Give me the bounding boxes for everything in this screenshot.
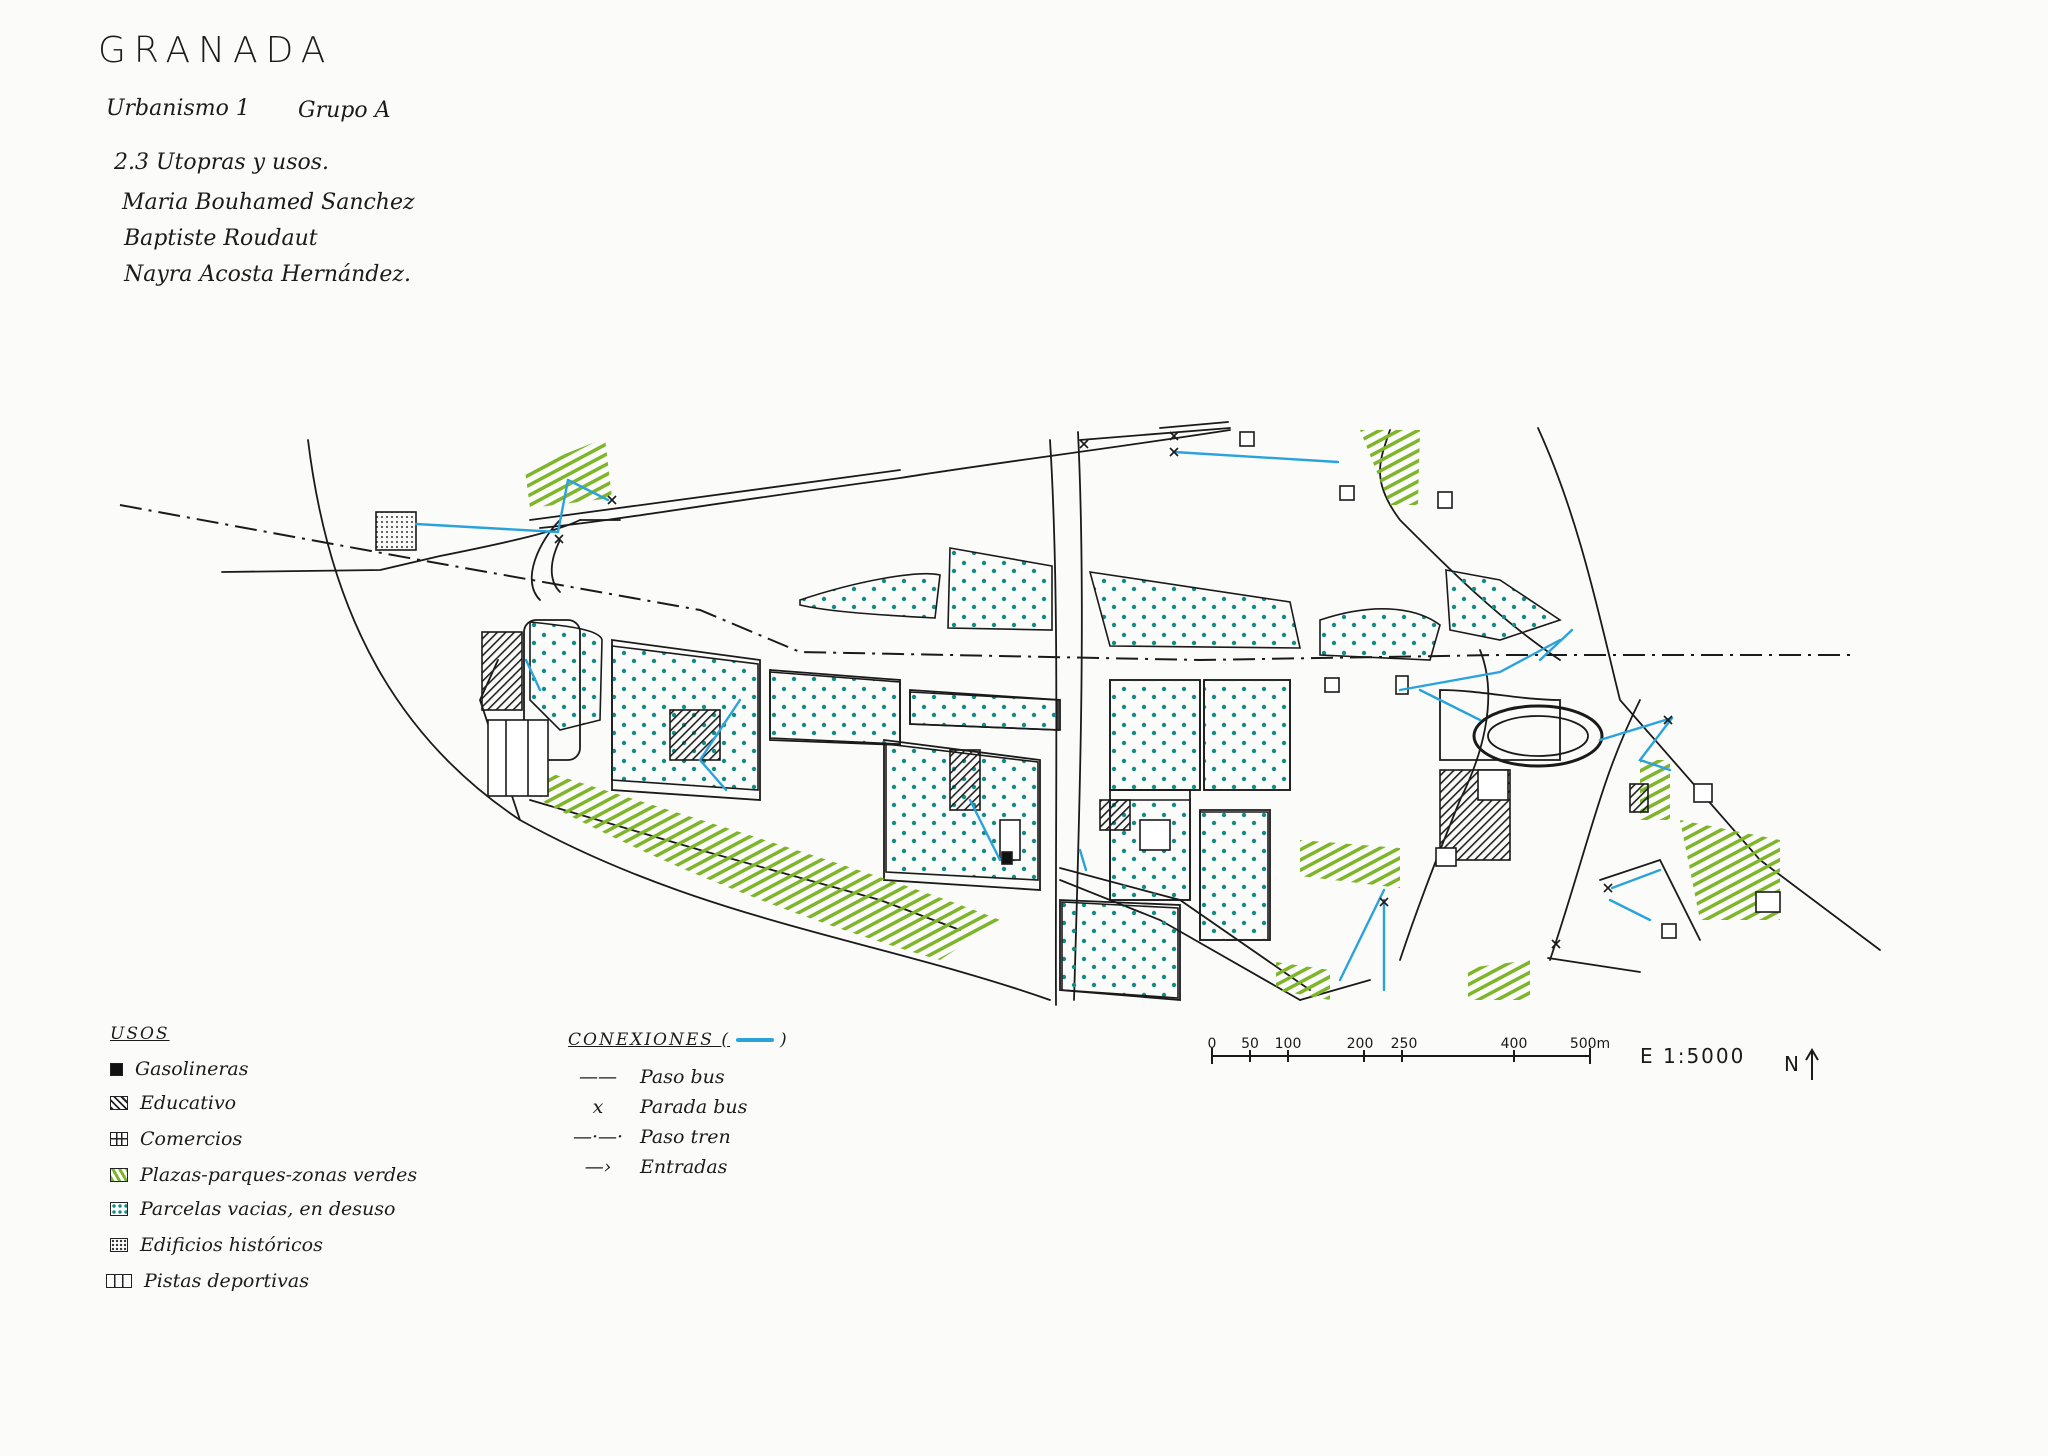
legend-item-historicos: Edificios históricos: [110, 1234, 323, 1256]
sports-court: [487, 719, 549, 797]
legend-item-paso-tren: —·—· Paso tren: [570, 1126, 731, 1148]
scale-ratio: E 1:5000: [1640, 1044, 1746, 1068]
legend-item-parada-bus: x Parada bus: [570, 1096, 748, 1118]
buildings: [375, 431, 1781, 939]
scale-label-0: 0: [1207, 1036, 1217, 1052]
scale-label-100: 100: [1274, 1036, 1302, 1052]
scale-label-200: 200: [1346, 1036, 1374, 1052]
legend-label: Comercios: [140, 1128, 243, 1150]
sports-track-icon: [106, 1274, 132, 1288]
legend-label: Pistas deportivas: [144, 1270, 309, 1292]
legend-label: Edificios históricos: [140, 1234, 323, 1256]
scale-bar: [1211, 1048, 1591, 1064]
legend-label: Paso tren: [640, 1126, 731, 1148]
north-label: N: [1784, 1052, 1799, 1076]
legend-item-educativo: Educativo: [110, 1092, 236, 1114]
course-label: Urbanismo 1: [106, 96, 250, 121]
legend-conexiones-title: CONEXIONES ( ): [568, 1030, 789, 1050]
legend-label: Plazas-parques-zonas verdes: [140, 1164, 418, 1186]
legend-label: Educativo: [140, 1092, 237, 1114]
entrance-arrow-icon: —›: [584, 1156, 612, 1178]
connection-line-icon: [735, 1038, 774, 1042]
conexiones-title-close: ): [779, 1030, 789, 1050]
legend-item-paso-bus: —— Paso bus: [570, 1066, 725, 1088]
connections: [414, 450, 1674, 992]
map-title: GRANADA: [98, 30, 334, 71]
school-building: [481, 631, 523, 711]
commerce-icon: [110, 1132, 128, 1146]
author-1: Maria Bouhamed Sanchez: [122, 190, 415, 215]
historic-building: [375, 511, 417, 551]
bus-path-icon: ——: [579, 1066, 617, 1088]
north-arrow-icon: [1805, 1048, 1819, 1080]
exercise-label: 2.3 Utopras y usos.: [114, 150, 330, 175]
author-2: Baptiste Roudaut: [124, 226, 318, 251]
vacant-parcels: [529, 547, 1562, 999]
legend-item-pistas: Pistas deportivas: [106, 1270, 309, 1292]
train-line: [119, 504, 1850, 662]
legend-label: Gasolineras: [135, 1058, 249, 1080]
scale-label-250: 250: [1390, 1036, 1418, 1052]
legend-usos-title: USOS: [110, 1024, 170, 1044]
legend-item-entradas: —› Entradas: [570, 1156, 728, 1178]
vacant-parcel-icon: [110, 1202, 128, 1216]
legend-item-gasolineras: Gasolineras: [110, 1058, 249, 1080]
historic-building-icon: [110, 1238, 128, 1252]
gas-station-icon: [110, 1062, 123, 1076]
legend-label: Entradas: [640, 1156, 728, 1178]
group-label: Grupo A: [298, 98, 391, 123]
author-3: Nayra Acosta Hernández.: [124, 262, 411, 287]
green-zone-icon: [110, 1168, 128, 1182]
legend-item-zonas-verdes: Plazas-parques-zonas verdes: [110, 1164, 417, 1186]
bus-stops: [554, 431, 1673, 949]
education-icon: [110, 1096, 128, 1110]
scale-label-50: 50: [1241, 1036, 1259, 1052]
legend-label: Paso bus: [640, 1066, 725, 1088]
bus-stop-icon: x: [592, 1096, 604, 1118]
legend-label: Parada bus: [640, 1096, 748, 1118]
legend-label: Parcelas vacias, en desuso: [140, 1198, 396, 1220]
train-path-icon: —·—·: [572, 1126, 624, 1148]
gas-station: [1001, 851, 1013, 865]
legend-item-parcelas: Parcelas vacias, en desuso: [110, 1198, 395, 1220]
legend-item-comercios: Comercios: [110, 1128, 242, 1150]
conexiones-title-text: CONEXIONES (: [568, 1030, 730, 1050]
scale-label-500: 500m: [1569, 1036, 1611, 1052]
scale-label-400: 400: [1500, 1036, 1528, 1052]
